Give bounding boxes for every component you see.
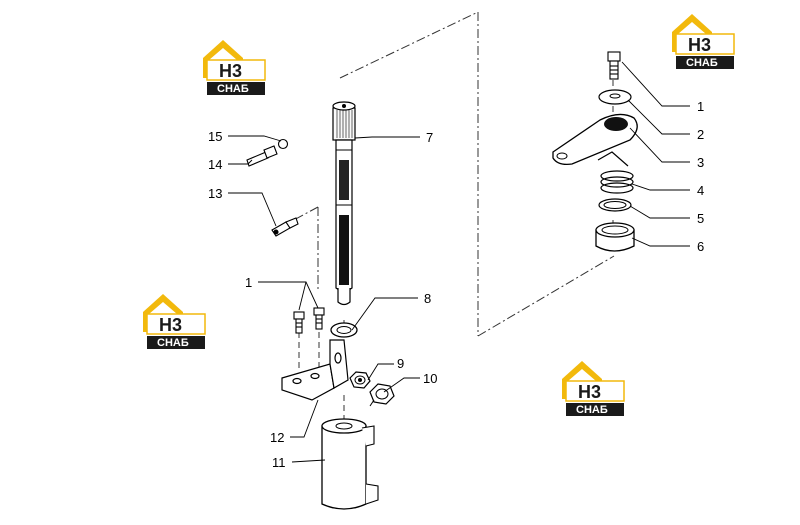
bolt-14 [246,145,278,167]
callout-4: 4 [697,183,704,198]
nut-9 [349,371,371,389]
callout-12: 12 [270,430,284,445]
logo-caption: СНАБ [576,404,608,416]
logo-mark: H3 [688,35,711,55]
callout-11: 11 [272,455,286,470]
watermark-logo-3: H3 СНАБ [142,293,206,350]
sleeve [321,418,379,510]
callout-15: 15 [208,129,222,144]
callouts: 1 2 3 4 5 6 7 8 9 10 11 12 13 14 15 1 [208,99,704,470]
callout-2: 2 [697,127,704,142]
callout-7: 7 [426,130,433,145]
assembly-boundary [289,11,615,337]
shaft [332,101,356,306]
callout-8: 8 [424,291,431,306]
callout-13: 13 [208,186,222,201]
screw-13 [271,217,299,237]
callout-10: 10 [423,371,437,386]
callout-3: 3 [697,155,704,170]
logo-mark: H3 [578,382,601,402]
bolt-1-upper [607,51,621,80]
washer-2 [598,89,632,105]
logo-mark: H3 [219,61,242,81]
watermark-logo-2: H3 СНАБ [671,13,735,70]
logo-caption: СНАБ [157,337,189,349]
washer-8 [330,322,358,338]
lever-arm [552,113,638,166]
callout-1: 1 [697,99,704,114]
callout-9: 9 [397,356,404,371]
watermark-logo-1: H3 СНАБ [202,39,266,96]
callout-14: 14 [208,157,222,172]
leader-lines [228,61,690,463]
callout-1-lower: 1 [245,275,252,290]
ball-15 [277,138,289,150]
callout-5: 5 [697,211,704,226]
bracket [281,339,349,401]
callout-6: 6 [697,239,704,254]
logo-caption: СНАБ [686,57,718,69]
bushing-6 [595,222,635,252]
spring-4 [597,151,634,194]
watermark-logo-4: H3 СНАБ [561,360,625,417]
logo-mark: H3 [159,315,182,335]
ring-5 [598,198,632,212]
bolts-1-lower [293,307,325,334]
logo-caption: СНАБ [217,83,249,95]
